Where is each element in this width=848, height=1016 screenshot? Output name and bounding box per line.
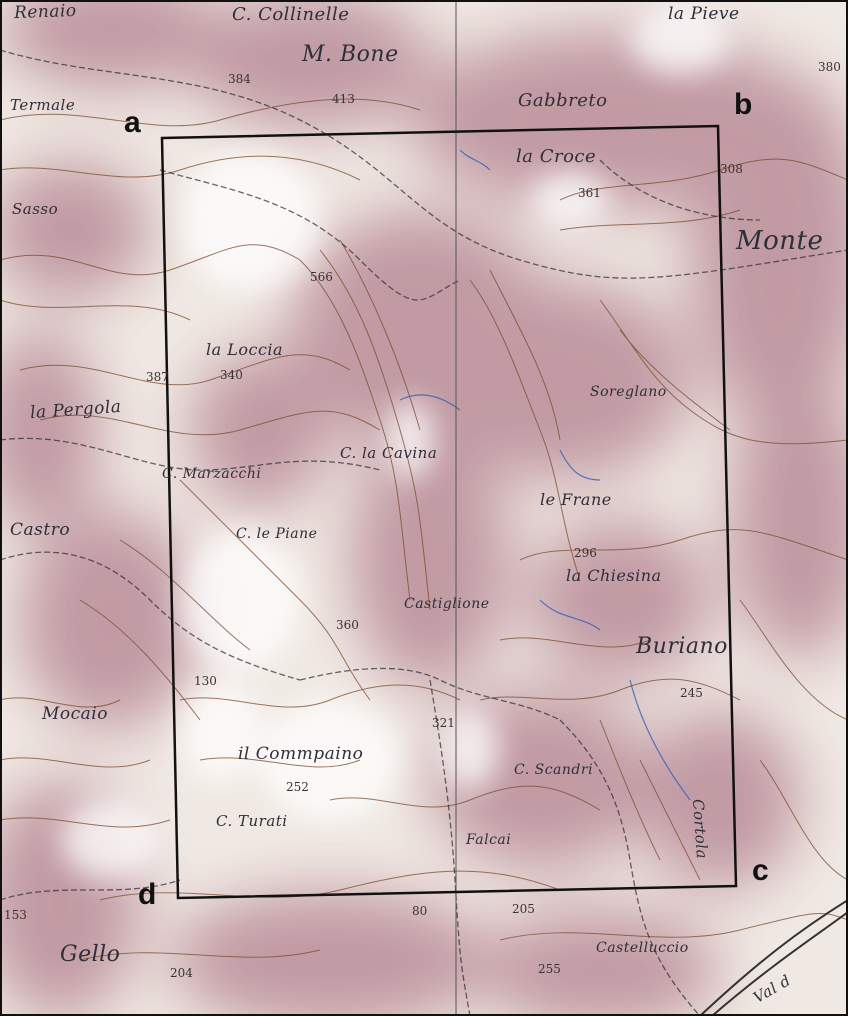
- place-name: Falcai: [466, 832, 512, 848]
- place-name: Mocaio: [42, 704, 108, 724]
- corner-label-b: b: [734, 88, 753, 121]
- elevation-label: 255: [538, 962, 561, 976]
- roads: [0, 49, 848, 1016]
- place-name: C. Marzacchi: [162, 466, 262, 482]
- place-name: C. Turati: [216, 812, 288, 830]
- place-name: la Loccia: [206, 340, 284, 359]
- elevation-label: 384: [228, 72, 251, 86]
- elevation-label: 296: [574, 546, 597, 560]
- place-name: Soreglano: [590, 384, 667, 400]
- elevation-label: 387: [146, 370, 169, 384]
- place-name: Sasso: [12, 200, 59, 218]
- place-name: Gello: [60, 942, 121, 967]
- elevation-label: 308: [720, 162, 743, 176]
- elevation-label: 380: [818, 60, 841, 74]
- elevation-label: 252: [286, 780, 309, 794]
- place-name: Castro: [10, 520, 71, 540]
- place-name: la Pieve: [668, 4, 740, 24]
- elevation-label: 204: [170, 966, 193, 980]
- corner-label-a: a: [124, 106, 141, 139]
- place-name: M. Bone: [302, 42, 399, 67]
- place-name: Gabbreto: [518, 90, 608, 111]
- elevation-label: 361: [578, 186, 601, 200]
- place-name: il Commpaino: [238, 744, 364, 764]
- place-name: Castiglione: [404, 596, 490, 612]
- elevation-label: 340: [220, 368, 243, 382]
- elevation-label: 153: [4, 908, 27, 922]
- place-name: C. Collinelle: [232, 4, 350, 25]
- place-name: C. le Piane: [236, 526, 318, 542]
- elevation-label: 360: [336, 618, 359, 632]
- elevation-label: 245: [680, 686, 703, 700]
- elevation-label: 80: [412, 904, 428, 918]
- place-name: Termale: [10, 96, 76, 114]
- railway: [699, 899, 848, 1016]
- place-name: le Frane: [540, 490, 612, 509]
- contour-lines: [0, 98, 848, 961]
- place-name: la Chiesina: [566, 566, 662, 585]
- elevation-label: 130: [194, 674, 217, 688]
- elevation-label: 321: [432, 716, 455, 730]
- place-name: C. la Cavina: [340, 444, 438, 462]
- elevation-label: 413: [332, 92, 355, 106]
- corner-label-d: d: [138, 878, 157, 911]
- place-name: Castelluccio: [596, 940, 689, 956]
- place-name: Renaio: [13, 0, 77, 24]
- place-name: la Croce: [516, 146, 597, 167]
- streams: [399, 149, 691, 801]
- study-area-outline: [160, 124, 738, 900]
- place-name: Monte: [736, 226, 824, 256]
- elevation-label: 205: [512, 902, 535, 916]
- place-name: C. Scandri: [514, 762, 594, 778]
- elevation-label: 566: [310, 270, 333, 284]
- corner-label-c: c: [752, 854, 769, 887]
- place-name: Buriano: [636, 634, 728, 659]
